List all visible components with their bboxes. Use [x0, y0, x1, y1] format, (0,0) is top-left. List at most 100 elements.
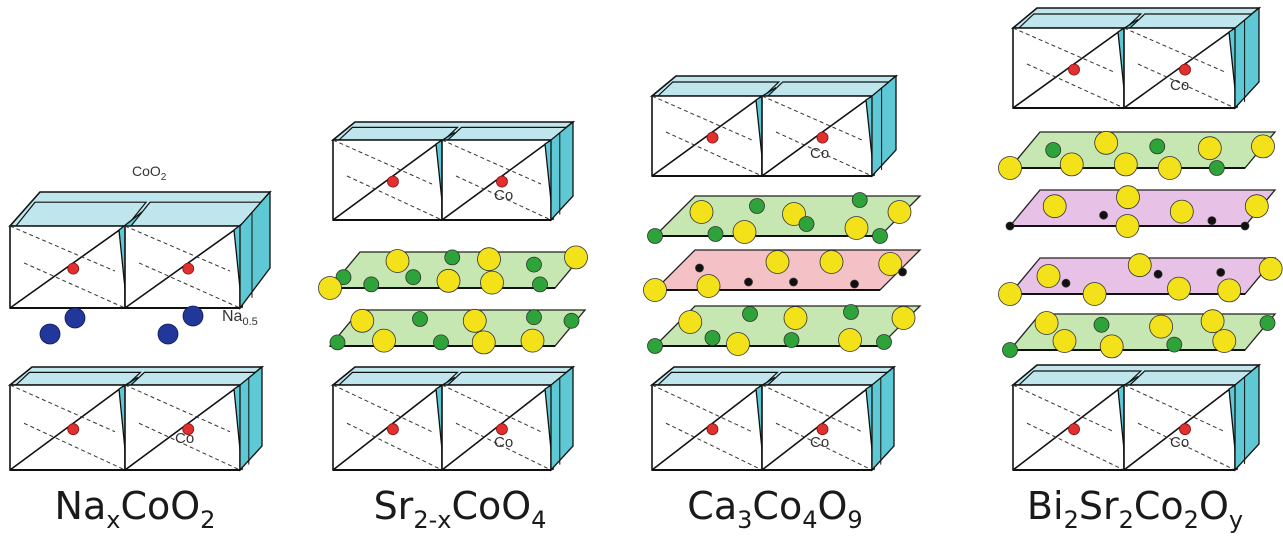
black-atom: [1061, 278, 1071, 288]
green-atom: [526, 256, 542, 273]
octahedron-hidden-edge: [455, 422, 552, 471]
octahedron-top-facet: [656, 371, 779, 386]
cobalt-atom: [1068, 423, 1080, 436]
green-atom: [798, 216, 815, 232]
formula-subscript: 2-x: [413, 506, 452, 534]
octahedron-hidden-edge: [138, 262, 241, 309]
cobalt-atom: [816, 131, 829, 144]
octahedron-diagonal-edge: [9, 225, 126, 309]
panel-bi2sr2co2oy: Co Co: [998, 6, 1283, 472]
green-atom: [329, 334, 346, 351]
formula-element: Na: [54, 484, 107, 528]
yellow-atom: [732, 220, 757, 244]
yellow-atom: [1167, 276, 1191, 301]
black-atom: [1207, 216, 1217, 226]
yellow-atom: [436, 268, 461, 293]
yellow-atom: [887, 200, 912, 224]
formula-element: Sr: [373, 484, 414, 528]
yellow-atom: [462, 308, 487, 333]
octahedron-hidden-edge: [9, 225, 116, 272]
formula-element: Sr: [1078, 484, 1119, 528]
octahedron-hidden-edge: [346, 175, 443, 221]
green-atom: [1093, 316, 1110, 333]
octahedron-hidden-edge: [1137, 63, 1236, 109]
green-atom: [363, 276, 380, 293]
na-label: Na0.5: [222, 308, 258, 328]
formula-element: Bi: [1026, 484, 1064, 528]
formula-subscript: 2: [1118, 506, 1134, 534]
octahedron-hidden-edge: [665, 422, 763, 471]
co-label-top: Co: [1170, 77, 1189, 94]
formula-subscript: x: [106, 506, 121, 534]
cobalt-atom: [182, 423, 195, 436]
yellow-atom: [1099, 334, 1124, 359]
formula-subscript: 2: [1183, 506, 1199, 534]
yellow-atom: [1113, 152, 1138, 177]
cobalt-atom: [496, 175, 508, 188]
octahedron-hidden-edge: [9, 384, 116, 433]
green-atom: [851, 192, 868, 208]
formula-element: Ca: [687, 484, 738, 528]
green-atom: [1045, 142, 1062, 158]
yellow-atom: [726, 332, 750, 356]
octahedron-hidden-edge: [1026, 63, 1125, 109]
formula-subscript: 9: [847, 506, 863, 534]
octahedron-hidden-edge: [651, 95, 753, 141]
octahedron-side-face: [871, 74, 897, 178]
octahedron-top-facet: [1017, 13, 1143, 29]
cobalt-atom: [496, 423, 508, 436]
yellow-atom: [1149, 314, 1173, 339]
octahedron-hidden-edge: [761, 384, 863, 433]
green-atom: [526, 309, 542, 326]
green-atom: [647, 338, 663, 354]
octahedron-top-facet: [446, 371, 568, 386]
octahedron-hidden-edge: [1123, 27, 1226, 73]
cobalt-oxide-octahedra-layer: [649, 74, 899, 178]
green-atom: [876, 334, 892, 350]
yellow-atom: [1052, 329, 1077, 353]
cobalt-atom: [706, 423, 719, 436]
octahedron-hidden-edge: [138, 422, 241, 471]
formula-subscript: y: [1228, 506, 1244, 534]
octahedron-top-facet: [129, 371, 257, 386]
octahedron-side-face: [550, 120, 574, 222]
cobalt-oxide-octahedra-layer: [7, 365, 265, 472]
rock-salt-layer: [643, 192, 922, 356]
black-atom: [1240, 221, 1250, 231]
cobalt-oxide-octahedra-layer: [1010, 6, 1262, 110]
yellow-atom: [998, 282, 1022, 306]
cobalt-atom: [67, 423, 80, 436]
black-atom: [789, 277, 798, 287]
octahedron-side-face: [871, 365, 895, 472]
octahedron-diagonal-edge: [124, 384, 241, 471]
octahedron-hidden-edge: [1137, 422, 1236, 471]
formula-element: CoO: [451, 484, 532, 528]
green-atom: [783, 332, 800, 348]
green-atom: [704, 330, 721, 346]
octahedron-hidden-edge: [775, 422, 873, 471]
green-atom: [563, 312, 580, 329]
co-label-bottom: Co: [494, 434, 513, 451]
co-label-bottom: Co: [1170, 434, 1189, 451]
green-atom: [742, 306, 758, 322]
octahedron-top-facet: [337, 126, 459, 141]
formula-element: O: [1198, 484, 1229, 528]
octahedron-hidden-edge: [124, 384, 231, 433]
formula-element: O: [817, 484, 848, 528]
green-atom: [872, 228, 888, 244]
yellow-atom: [1042, 194, 1067, 219]
octahedron-top-facet: [766, 371, 889, 386]
octahedron-top-facet: [1128, 370, 1254, 386]
yellow-atom: [1115, 214, 1140, 238]
co-label-top: Co: [810, 145, 829, 162]
octahedron-side-face: [239, 190, 271, 310]
green-atom: [1002, 342, 1018, 358]
yellow-atom: [1244, 194, 1269, 219]
octahedron-top-facet: [1128, 13, 1254, 29]
octahedron-top-facet: [129, 201, 263, 227]
panel-ca3co4o9: Co Co: [643, 74, 922, 472]
yellow-atom: [689, 200, 714, 224]
sodium-layer: [39, 305, 204, 345]
octahedron-side-face: [239, 365, 263, 472]
yellow-atom: [1157, 156, 1182, 180]
